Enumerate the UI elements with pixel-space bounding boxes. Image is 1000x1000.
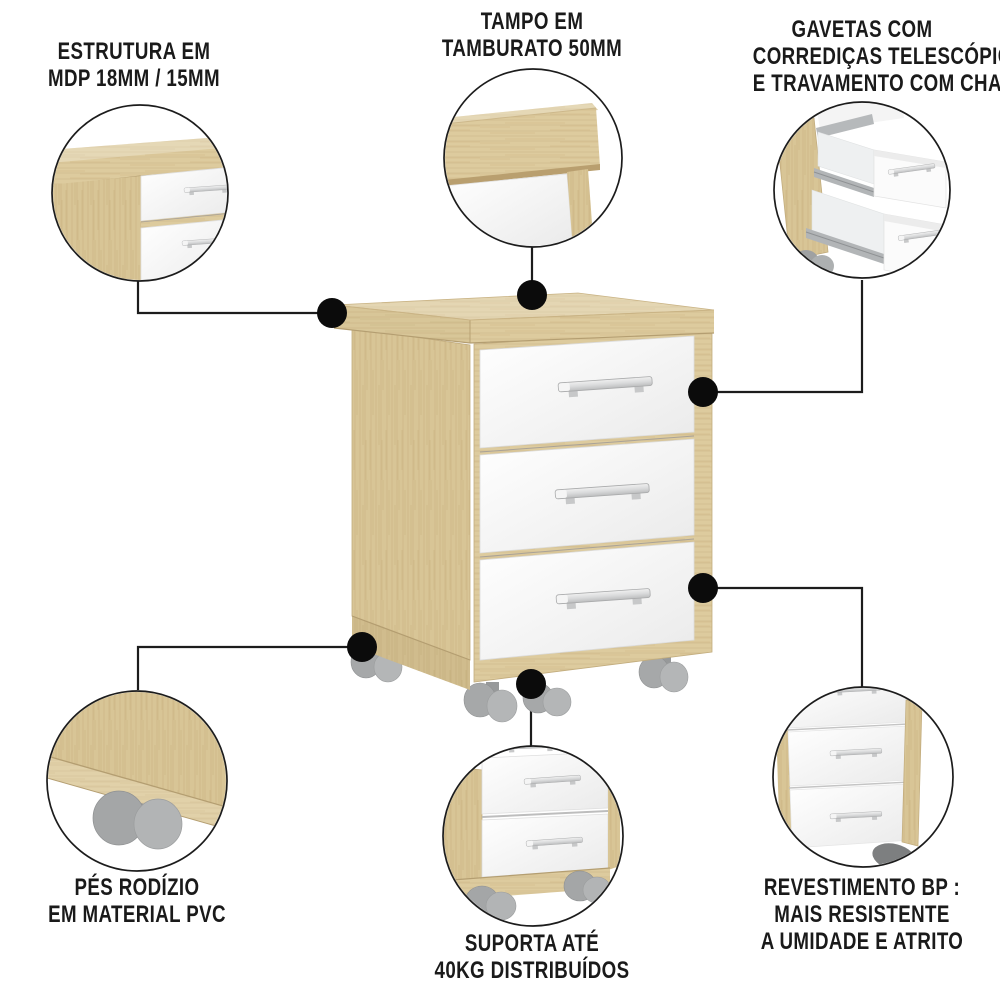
callout-circle-suporta [442,745,624,927]
label-revestimento: REVESTIMENTO BP : MAIS RESISTENTE A UMID… [753,874,971,955]
drawer-1 [479,335,695,449]
label-suporta: SUPORTA ATÉ 40KG DISTRIBUÍDOS [431,930,634,984]
pes-detail [48,692,226,850]
connector-gavetas [703,280,864,394]
label-tampo: TAMPO EM TAMBURATO 50MM [431,8,634,62]
label-suporta-line-2: 40KG DISTRIBUÍDOS [434,957,630,984]
label-gavetas-line-1: GAVETAS COM [791,16,933,43]
label-estrutura: ESTRUTURA EM MDP 18MM / 15MM [33,38,236,92]
callout-circle-pes [46,690,228,872]
revestimento-detail [776,688,923,866]
label-tampo-line-1: TAMPO EM [480,8,584,35]
callout-circle-gavetas [773,101,951,279]
label-revestimento-line-1: REVESTIMENTO BP : [763,874,961,901]
cabinet-side-panel [351,327,471,690]
callout-circle-revestimento [772,686,954,868]
connector-dots [317,280,718,699]
tampo-detail [445,103,600,246]
label-gavetas-line-2: CORREDIÇAS TELESCÓPICAS [752,43,1000,70]
connector-lines [136,247,864,746]
dot-gavetas [688,377,718,407]
label-gavetas: GAVETAS COM CORREDIÇAS TELESCÓPICAS E TR… [752,16,1000,97]
dot-suporta [516,669,546,699]
suporta-detail [444,747,620,921]
label-suporta-line-1: SUPORTA ATÉ [464,930,600,957]
cabinet-front [473,329,713,683]
caster-front-left [463,682,518,723]
connector-pes [136,645,362,690]
connector-revestimento [703,586,864,687]
label-revestimento-line-3: A UMIDADE E ATRITO [760,928,964,955]
label-pes-line-1: PÉS RODÍZIO [74,874,200,901]
connector-estrutura [136,281,332,315]
dot-pes [347,632,377,662]
label-estrutura-line-1: ESTRUTURA EM [57,38,211,65]
label-pes-line-2: EM MATERIAL PVC [48,901,226,928]
label-pes-rodizio: PÉS RODÍZIO EM MATERIAL PVC [36,874,239,928]
callout-circle-estrutura [51,104,229,282]
label-revestimento-line-2: MAIS RESISTENTE [774,901,950,928]
callout-circle-tampo [443,68,623,248]
pes-caster [92,790,183,850]
dot-estrutura [317,298,347,328]
label-tampo-line-2: TAMBURATO 50MM [441,35,623,62]
label-estrutura-line-2: MDP 18MM / 15MM [48,65,220,92]
dot-revestimento [688,573,718,603]
estrutura-detail [53,136,227,280]
gavetas-detail [775,103,949,277]
caster-front-right [638,655,689,693]
product-cabinet [333,292,715,723]
label-gavetas-line-3: E TRAVAMENTO COM CHAVE [752,70,1000,97]
dot-tampo [517,280,547,310]
